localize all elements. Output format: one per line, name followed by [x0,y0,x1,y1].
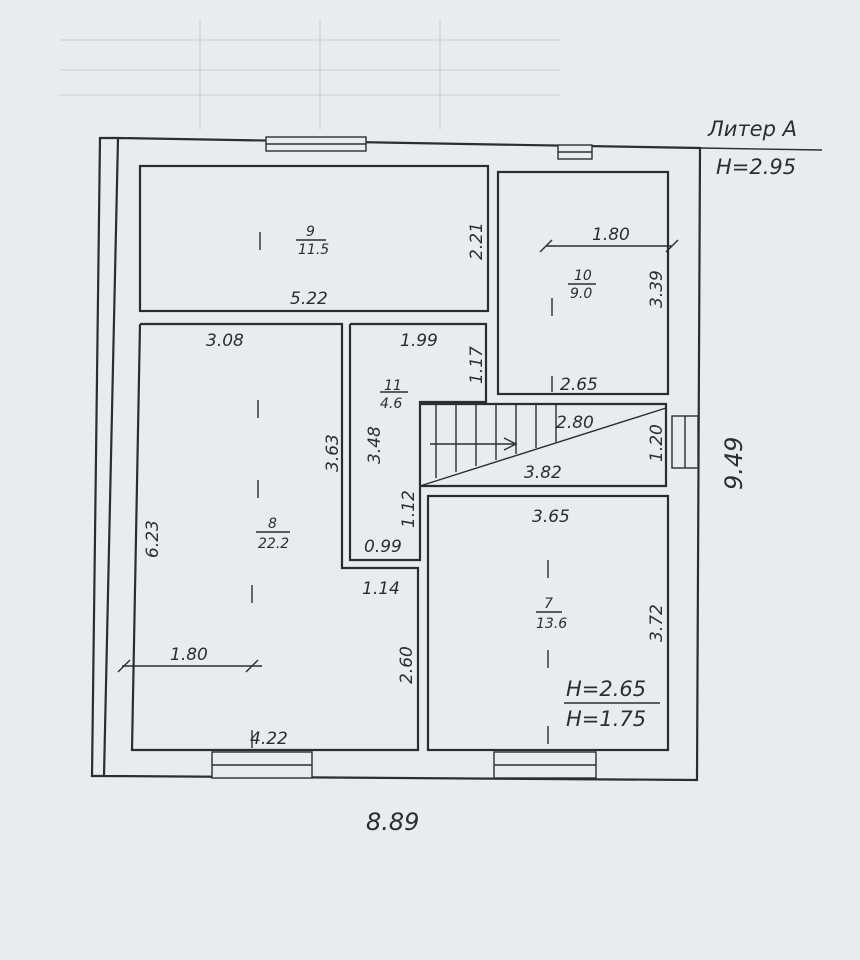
dim-stair-bottom: 3.82 [524,463,562,483]
dim-r10-bottom: 2.65 [560,375,598,395]
dim-r7-height: 3.72 [647,604,667,642]
overall-width: 8.89 [366,808,419,836]
room-11-number: 11 [384,378,402,394]
room-9-outline [138,164,490,313]
dim-stair-top: 2.80 [556,413,594,433]
dim-r8-width-mark: 1.80 [170,645,208,665]
dim-r8-step-width: 1.14 [362,579,400,599]
room-7-number: 7 [544,596,553,612]
dim-r7-top: 3.65 [532,507,570,527]
dim-stair-height: 1.20 [647,424,667,462]
room-7-area: 13.6 [536,616,567,632]
room-7-outline [426,494,670,752]
dim-r8-inner-right: 3.63 [323,434,343,472]
dim-r11-right-bottom: 1.12 [399,490,419,528]
height-note-lower: H=1.75 [566,707,646,731]
stairs [419,402,668,488]
room-9-number: 9 [306,224,315,240]
dim-r8-top: 3.08 [206,331,244,351]
liter-leader-line [699,147,823,151]
dim-r11-top: 1.99 [400,331,438,351]
room-11-outline [348,322,488,562]
dim-r9-width: 5.22 [290,289,328,309]
windows [211,136,699,779]
dim-r8-left: 6.23 [143,520,163,558]
room-10-number: 10 [574,268,592,284]
dim-r9-height: 2.21 [467,222,487,260]
dim-r11-bottom: 0.99 [364,537,402,557]
liter-height: H=2.95 [716,155,796,179]
room-10-area: 9.0 [570,286,592,302]
room-8-number: 8 [268,516,277,532]
room-8-area: 22.2 [258,536,289,552]
dim-r8-step-right: 2.60 [397,646,417,684]
dim-r11-height: 3.48 [365,426,385,464]
height-note-upper: H=2.65 [566,677,646,701]
dim-r8-bottom: 4.22 [250,729,288,749]
dim-r11-right-top: 1.17 [467,346,487,384]
room-10-outline [496,170,670,396]
liter-label: Литер А [707,117,797,141]
dim-r10-top: 1.80 [592,225,630,245]
background-grid [60,20,560,130]
room-9-area: 11.5 [298,242,329,258]
dim-r10-height: 3.39 [647,270,667,308]
room-11-area: 4.6 [380,396,402,412]
overall-depth: 9.49 [720,437,748,490]
outer-walls [90,136,702,782]
